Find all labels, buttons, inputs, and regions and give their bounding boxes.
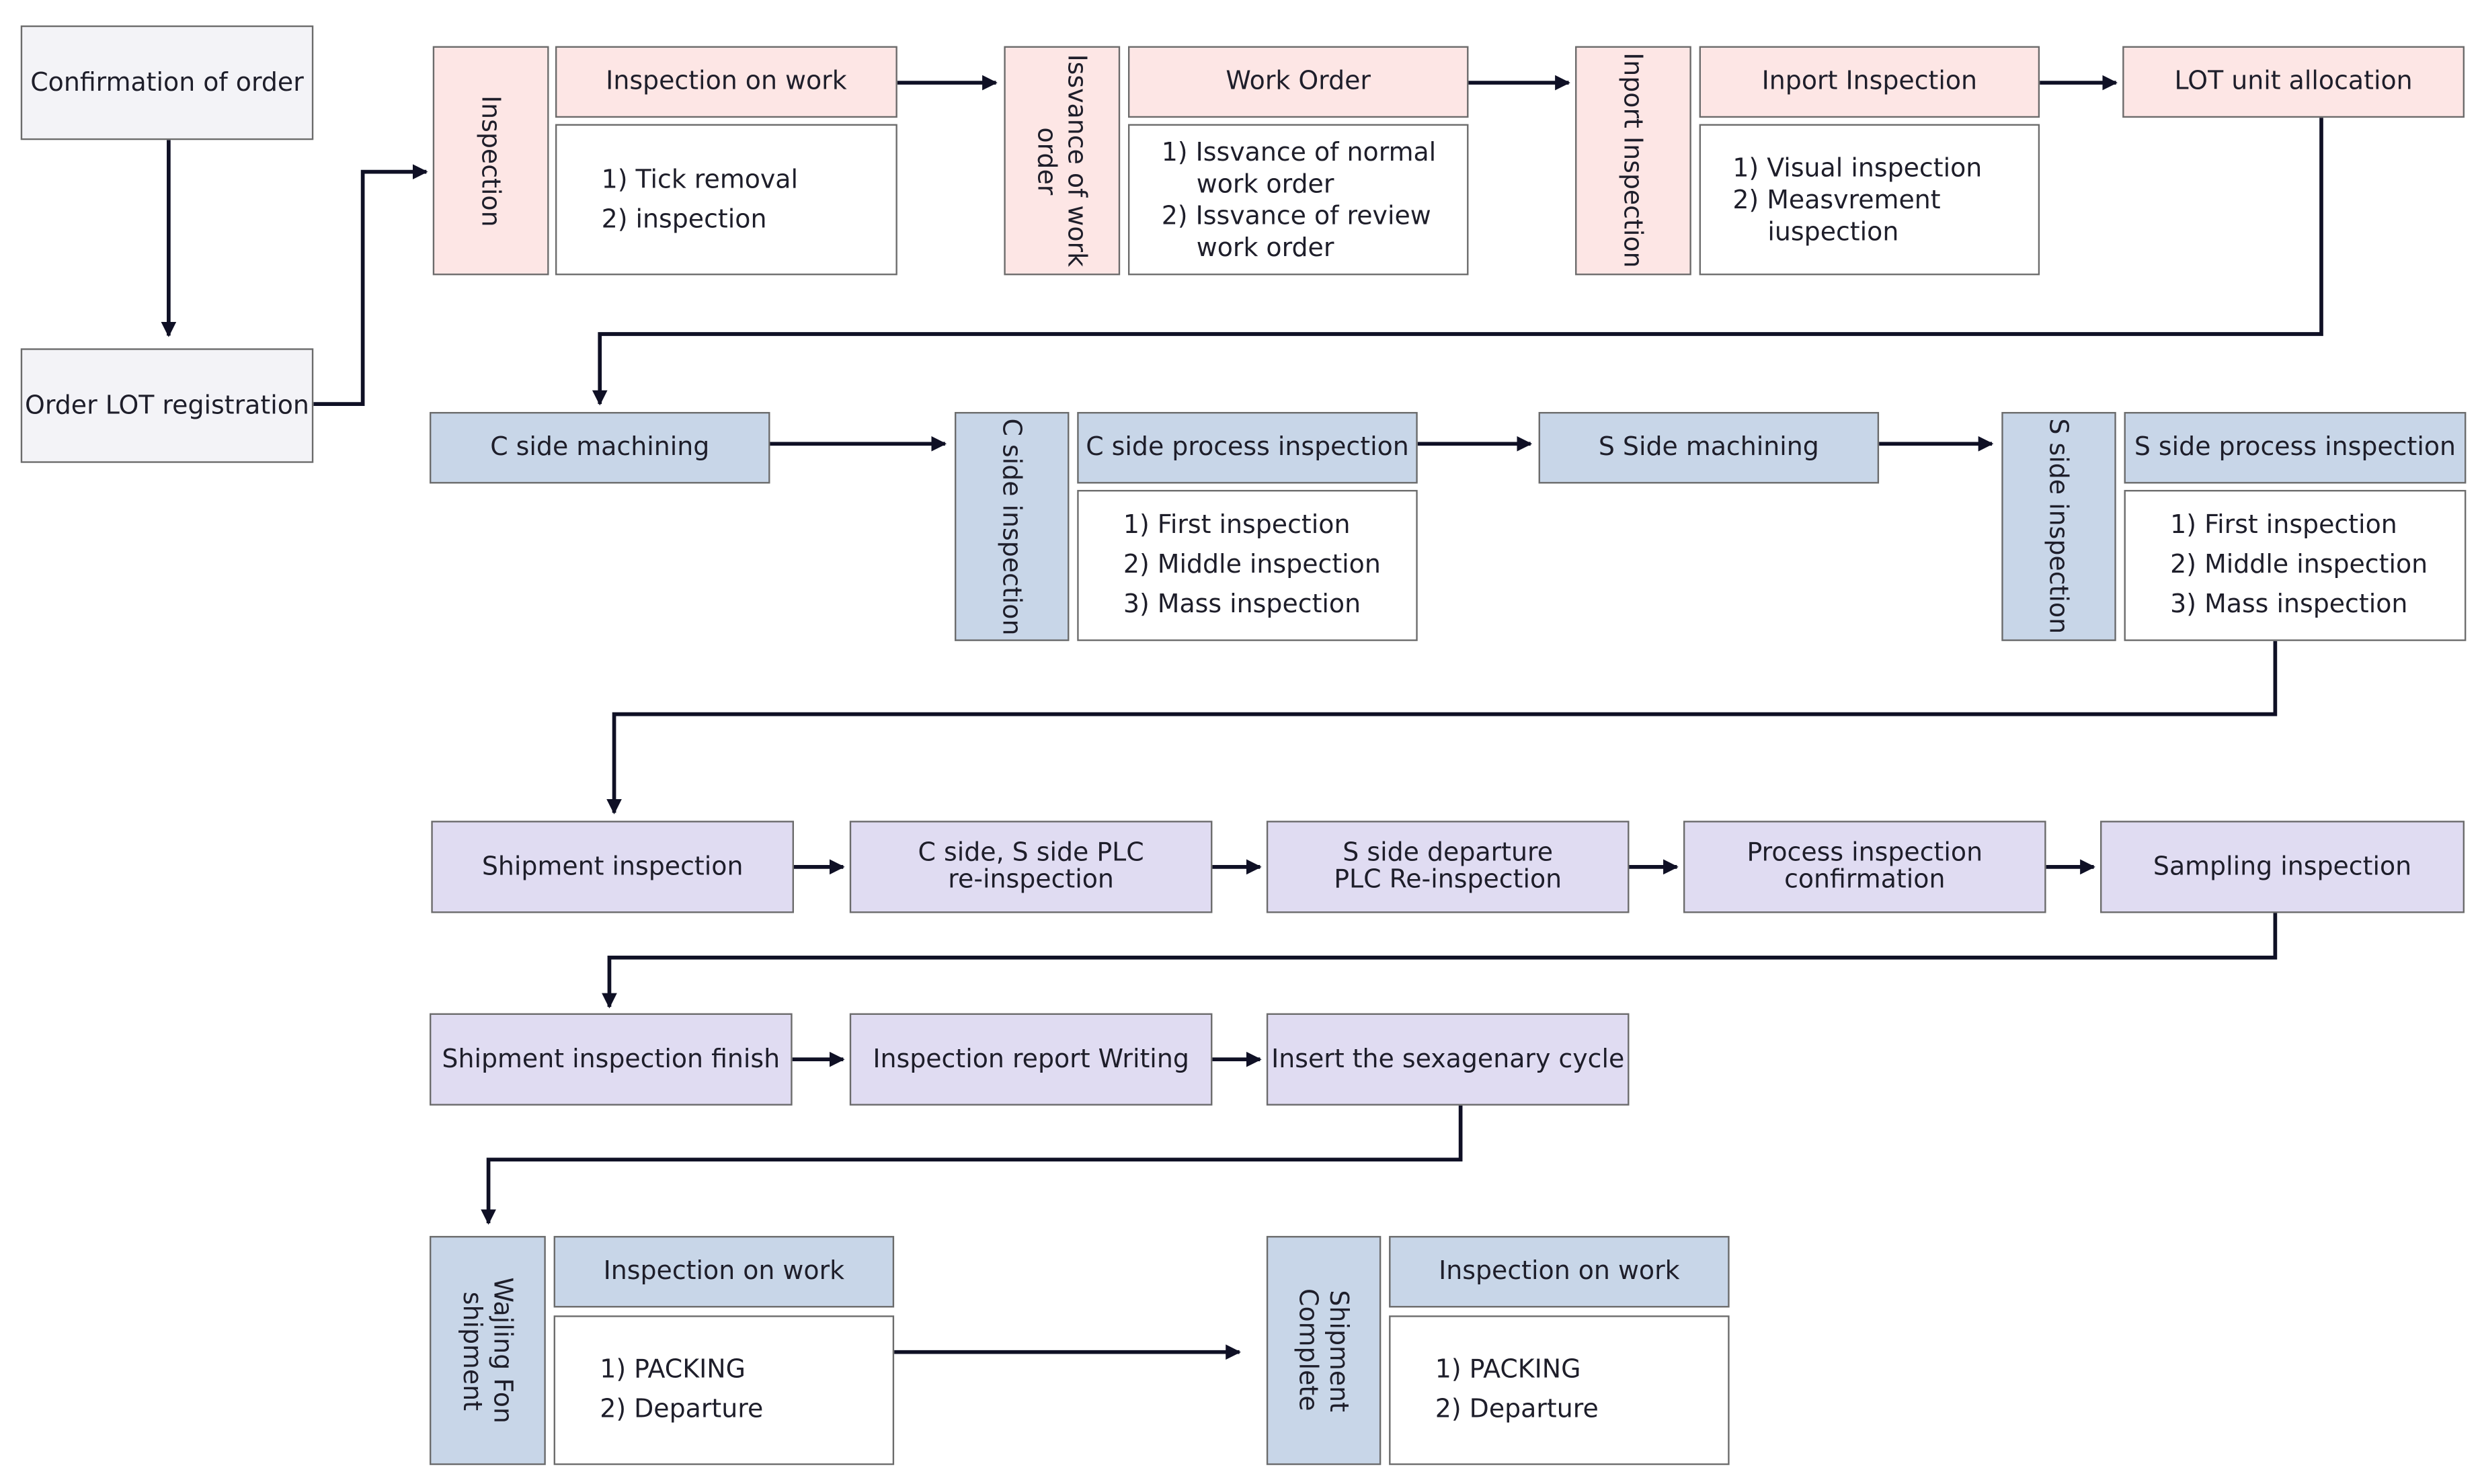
import-side-text: Inport Inspection (1618, 52, 1649, 269)
list-item: 1) Tick removal (601, 163, 799, 194)
shipment-inspection-node: Shipment inspection (431, 821, 794, 913)
work-order-side-text: Issvance of work order (1031, 54, 1093, 267)
list-item: 2) Middle inspection (2170, 548, 2428, 579)
list-item: 1) PACKING (600, 1354, 746, 1385)
list-item: 1) Visual inspection (1732, 152, 1983, 182)
list-item: 2) Issvance of review work order (1161, 200, 1431, 262)
s-side-inspection-label: S side inspection (2001, 411, 2116, 641)
inspection-side-label: Inspection (432, 46, 549, 276)
list-item: 2) Departure (600, 1393, 764, 1424)
list-item: 1) First inspection (1123, 509, 1351, 540)
c-side-inspection-text: C side inspection (996, 417, 1027, 635)
inspection-report-writing-node: Inspection report Writing (849, 1013, 1213, 1106)
shipment-complete-text: Shipment Complete (1293, 1289, 1355, 1412)
s-side-machining-node: S Side machining (1538, 411, 1880, 484)
plc-reinspection-node: C side, S side PLC re-inspection (849, 821, 1213, 913)
arrow-registration-to-inspection (313, 164, 428, 406)
import-inspection-list: 1) Visual inspection 2) Measvrement iusp… (1699, 124, 2040, 276)
arrow-lot-to-c-machining (592, 118, 2323, 406)
arrow-sexagenary-to-waiting (481, 1105, 1463, 1225)
waiting-for-shipment-label: Wajling Fon shipment (430, 1235, 546, 1465)
shipment-complete-label: Shipment Complete (1266, 1235, 1382, 1465)
s-side-inspection-list: 1) First inspection 2) Middle inspection… (2124, 489, 2467, 641)
arrow-sampling-to-finish (602, 913, 2278, 1009)
import-inspection-header: Inport Inspection (1699, 46, 2040, 118)
inspection-side-text: Inspection (475, 95, 506, 226)
insert-sexagenary-cycle-node: Insert the sexagenary cycle (1266, 1013, 1630, 1106)
list-item: 3) Mass inspection (2170, 588, 2408, 619)
inspection-on-work-list: 1) Tick removal 2) inspection (555, 124, 897, 276)
list-item: 3) Mass inspection (1123, 588, 1361, 619)
list-item: 2) inspection (601, 202, 767, 233)
c-side-inspection-list: 1) First inspection 2) Middle inspection… (1077, 489, 1418, 641)
order-lot-registration-node: Order LOT registration (20, 348, 314, 463)
s-side-inspection-text: S side inspection (2044, 419, 2075, 634)
process-inspection-confirmation-node: Process inspection confirmation (1683, 821, 2046, 913)
s-side-process-inspection-header: S side process inspection (2124, 411, 2467, 484)
work-order-side-label: Issvance of work order (1004, 46, 1121, 276)
c-side-process-inspection-header: C side process inspection (1077, 411, 1418, 484)
lot-unit-allocation-node: LOT unit allocation (2122, 46, 2465, 118)
waiting-inspection-list: 1) PACKING 2) Departure (553, 1315, 895, 1465)
list-item: 2) Middle inspection (1123, 548, 1381, 579)
c-side-inspection-label: C side inspection (955, 411, 1070, 641)
inspection-on-work-header: Inspection on work (555, 46, 897, 118)
sampling-inspection-node: Sampling inspection (2100, 821, 2465, 913)
c-side-machining-node: C side machining (430, 411, 770, 484)
waiting-for-shipment-text: Wajling Fon shipment (457, 1277, 518, 1424)
list-item: 2) Measvrement iuspection (1732, 183, 1941, 246)
complete-inspection-on-work-header: Inspection on work (1389, 1235, 1730, 1308)
work-order-list: 1) Issvance of normal work order 2) Issv… (1127, 124, 1469, 276)
shipment-inspection-finish-node: Shipment inspection finish (430, 1013, 793, 1106)
waiting-inspection-on-work-header: Inspection on work (553, 1235, 895, 1308)
work-order-header: Work Order (1127, 46, 1469, 118)
list-item: 1) Issvance of normal work order (1161, 136, 1437, 198)
departure-plc-reinspection-node: S side departure PLC Re-inspection (1266, 821, 1630, 913)
arrow-s-inspection-to-shipment (606, 641, 2278, 815)
list-item: 1) PACKING (1435, 1354, 1581, 1385)
list-item: 2) Departure (1435, 1393, 1599, 1424)
complete-inspection-list: 1) PACKING 2) Departure (1389, 1315, 1730, 1465)
confirmation-of-order-node: Confirmation of order (20, 25, 314, 140)
list-item: 1) First inspection (2170, 509, 2397, 540)
import-side-label: Inport Inspection (1575, 46, 1691, 276)
